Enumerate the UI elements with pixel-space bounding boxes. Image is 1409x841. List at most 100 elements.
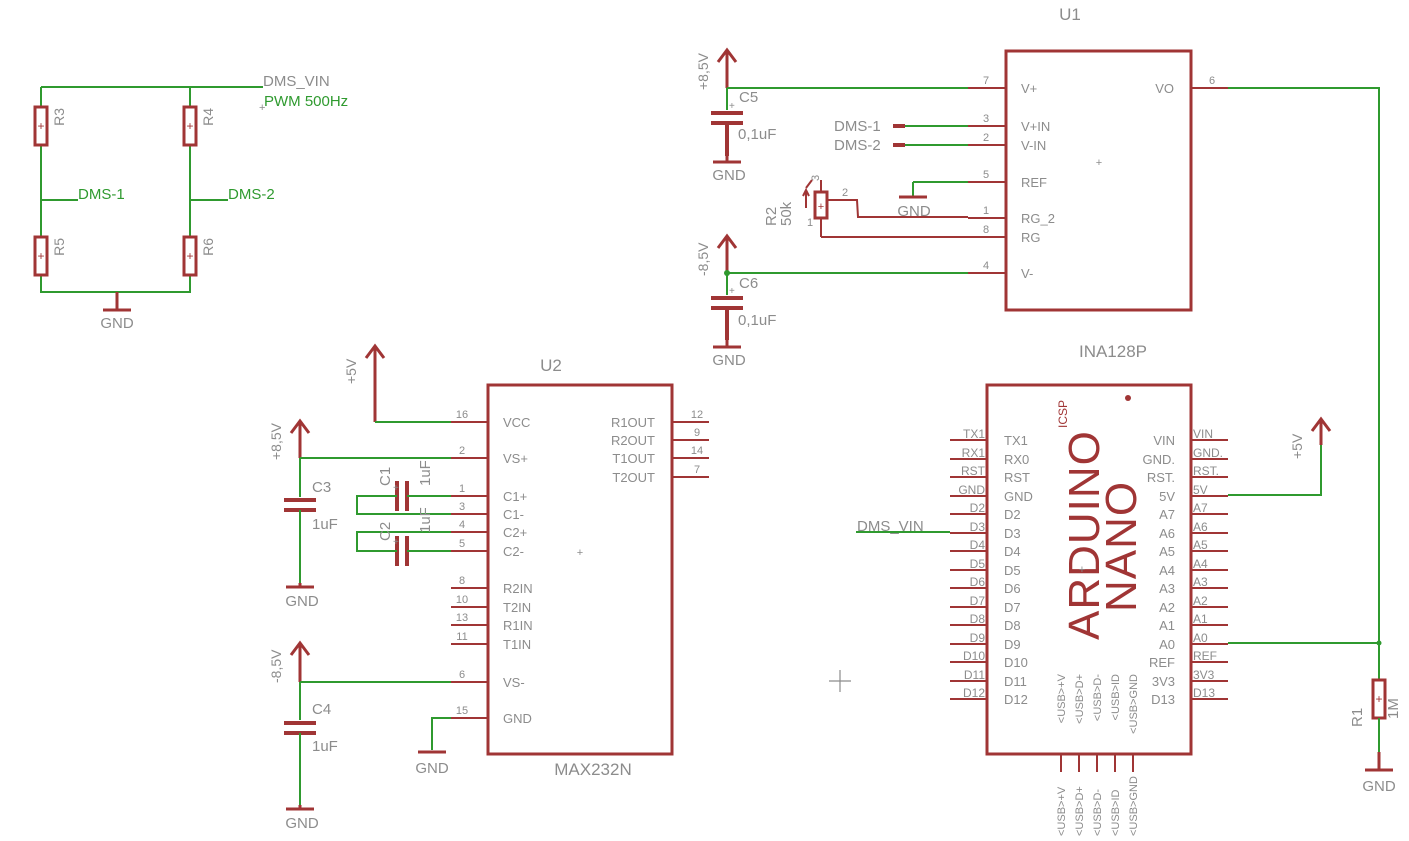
svg-text:GND: GND xyxy=(285,815,319,832)
svg-text:+: + xyxy=(1079,564,1085,576)
nano-dms-vin-label: DMS_VIN xyxy=(857,518,924,535)
svg-text:+: + xyxy=(393,483,399,494)
svg-text:C2: C2 xyxy=(377,522,394,541)
nano-pin-name: GND. xyxy=(1143,452,1176,467)
svg-text:+: + xyxy=(1375,692,1382,706)
nano-pin-ext: D2 xyxy=(970,501,986,515)
u2-pin-name: C1+ xyxy=(503,489,527,504)
svg-text:GND: GND xyxy=(285,593,319,610)
nano-pin-ext: D8 xyxy=(970,612,986,626)
svg-text:+: + xyxy=(37,119,44,133)
nano-pin-ext: A2 xyxy=(1193,594,1208,608)
svg-text:+: + xyxy=(259,102,265,114)
u2-pin-name: T1IN xyxy=(503,637,531,652)
gnd-symbol: GND xyxy=(897,195,931,220)
nano-pin-name: A0 xyxy=(1159,637,1175,652)
u1-pin-name: RG_2 xyxy=(1021,211,1055,226)
u1-pin-num: 2 xyxy=(983,132,989,144)
nano-pin-name: D8 xyxy=(1004,618,1021,633)
u2-pin-num: 14 xyxy=(691,445,703,457)
u2-value: MAX232N xyxy=(554,760,631,779)
u1-pin-num: 4 xyxy=(983,260,989,272)
nano-pin-ext: A3 xyxy=(1193,575,1208,589)
u1-pin-name: V+IN xyxy=(1021,119,1050,134)
nano-pin-ext: D7 xyxy=(970,594,986,608)
nano-pin-ext: A1 xyxy=(1193,612,1208,626)
nano-pin-ext: A7 xyxy=(1193,501,1208,515)
u2-pin-name: R1IN xyxy=(503,618,533,633)
nano-pin-ext: D12 xyxy=(963,686,985,700)
svg-text:0,1uF: 0,1uF xyxy=(738,312,776,329)
nano-pin-ext: RST xyxy=(961,464,986,478)
u1-value: INA128P xyxy=(1079,342,1147,361)
nano-usb-pin-ext: <USB>+V xyxy=(1056,786,1068,836)
u2-pin-name: C2- xyxy=(503,544,524,559)
svg-text:R1: R1 xyxy=(1349,708,1366,727)
nano-pin-name: 5V xyxy=(1159,489,1175,504)
nano-usb-pin-name: <USB>+V xyxy=(1056,673,1068,723)
u1-pin-num: 6 xyxy=(1209,75,1215,87)
gnd-symbol: GND xyxy=(100,292,134,332)
svg-text:1uF: 1uF xyxy=(417,507,434,533)
supply-plus85-c3: +8,5V xyxy=(268,418,311,460)
u1-pin-num: 7 xyxy=(983,75,989,87)
resistor-R5: + R5 xyxy=(33,235,67,277)
u1-pin-num: 5 xyxy=(983,169,989,181)
svg-text:2: 2 xyxy=(842,187,848,199)
nano-pin-name: D4 xyxy=(1004,544,1021,559)
u2-pin-num: 3 xyxy=(459,501,465,513)
u2-pin-num: 12 xyxy=(691,409,703,421)
nano-pin-ext: D5 xyxy=(970,557,986,571)
capacitor-C3: C3 1uF xyxy=(284,479,338,583)
resistor-R1: + R1 1M xyxy=(1349,678,1402,752)
svg-text:-8,5V: -8,5V xyxy=(268,649,284,683)
nano-pin-name: GND xyxy=(1004,489,1033,504)
u1-pin-num: 1 xyxy=(983,205,989,217)
r4-ref: R4 xyxy=(200,108,216,126)
u2-pin-num: 13 xyxy=(456,612,468,624)
u2-pin-name: VS- xyxy=(503,675,525,690)
u2-pin-num: 2 xyxy=(459,445,465,457)
supply-plus85-c5: +8,5V xyxy=(695,47,738,90)
nano-pin-ext: A0 xyxy=(1193,631,1208,645)
u2-pin-num: 4 xyxy=(459,519,465,531)
nano-pin-ext: A6 xyxy=(1193,520,1208,534)
svg-text:1M: 1M xyxy=(1385,698,1402,719)
svg-text:GND: GND xyxy=(897,203,931,220)
svg-text:+: + xyxy=(729,286,735,297)
nano-pin-name: D12 xyxy=(1004,692,1028,707)
svg-text:C1: C1 xyxy=(377,467,394,486)
capacitor-C2: + C2 1uF xyxy=(356,507,451,566)
u1-ref: U1 xyxy=(1059,5,1081,24)
u2-pin-num: 11 xyxy=(456,631,467,643)
nano-pin-ext: D3 xyxy=(970,520,986,534)
nano-pin-name: RST. xyxy=(1147,470,1175,485)
nano-usb-pin-name: <USB>D+ xyxy=(1074,674,1086,724)
resistor-R4: + R4 xyxy=(182,105,216,147)
ina-dms2-label: DMS-2 xyxy=(834,137,881,154)
supply-plus5-nano: +5V xyxy=(1289,416,1332,459)
ina-dms1-label: DMS-1 xyxy=(834,118,881,135)
svg-text:3: 3 xyxy=(810,175,822,181)
u2-pin-num: 10 xyxy=(456,594,468,606)
max232-section: +5V +8,5V C3 1uF GND + C1 1uF xyxy=(268,343,709,832)
u1-pin-name: REF xyxy=(1021,175,1047,190)
u1-pin-num: 8 xyxy=(983,224,989,236)
nano-pin-ext: 3V3 xyxy=(1193,668,1215,682)
u1-pin-name: V-IN xyxy=(1021,138,1046,153)
crosshair-icon xyxy=(829,670,851,692)
nano-pin-name: D3 xyxy=(1004,526,1021,541)
u2-pin-name: R1OUT xyxy=(611,415,655,430)
nano-pin-name: VIN xyxy=(1153,433,1175,448)
resistor-R3: + R3 xyxy=(33,105,67,147)
nano-pin-name: D2 xyxy=(1004,507,1021,522)
gnd-symbol: GND xyxy=(285,583,319,610)
svg-text:C5: C5 xyxy=(739,89,758,106)
svg-text:GND: GND xyxy=(100,315,134,332)
svg-text:+8,5V: +8,5V xyxy=(268,422,284,460)
u2-pin-num: 8 xyxy=(459,575,465,587)
